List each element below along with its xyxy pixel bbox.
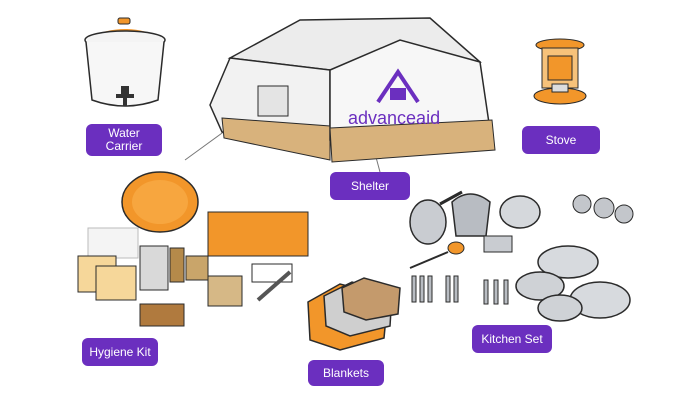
blankets-illustration [307, 277, 401, 351]
label-water-carrier: Water Carrier [86, 124, 162, 156]
label-blankets: Blankets [308, 360, 384, 386]
label-kitchen-set: Kitchen Set [472, 325, 552, 353]
label-kitchen-set-text: Kitchen Set [481, 331, 543, 346]
label-stove-text: Stove [545, 132, 577, 147]
label-hygiene-kit: Hygiene Kit [82, 338, 158, 366]
label-shelter: Shelter [330, 172, 410, 200]
brand-logo-text: advanceaid [348, 108, 440, 128]
label-stove: Stove [522, 126, 600, 154]
stove-illustration [533, 38, 587, 105]
hygiene-kit-illustration [77, 171, 309, 327]
water-carrier-illustration [84, 17, 166, 107]
label-shelter-text: Shelter [350, 178, 390, 193]
label-water-carrier-text: Water Carrier [105, 126, 143, 153]
label-blankets-text: Blankets [322, 365, 370, 380]
shelter-tent-illustration [209, 17, 496, 163]
kitchen-set-illustration [409, 190, 634, 322]
label-hygiene-kit-text: Hygiene Kit [89, 344, 151, 359]
